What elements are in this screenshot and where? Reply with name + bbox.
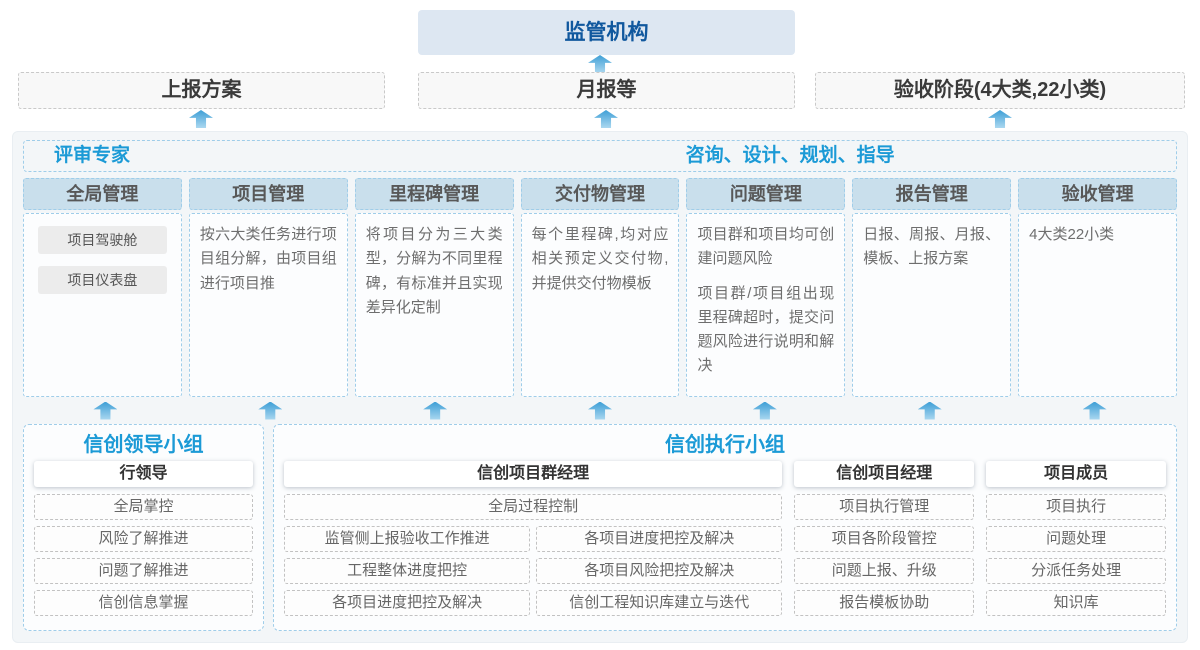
- up-arrow-icon: [93, 401, 118, 420]
- column-title: 验收管理: [1018, 178, 1178, 210]
- list-item: 风险了解推进: [34, 526, 253, 552]
- list-item: 信创信息掌握: [34, 590, 253, 616]
- leader-group-title: 信创领导小组: [83, 434, 204, 456]
- list-item: 全局掌控: [34, 494, 253, 520]
- flow-box-acceptance-stage: 验收阶段(4大类,22小类): [815, 72, 1185, 109]
- up-arrow-icon: [189, 110, 213, 128]
- execution-group-body: 信创项目群经理 全局过程控制 监管侧上报验收工作推进 各项目进度把控及解决 工程…: [284, 461, 1167, 616]
- list-item: 各项目进度把控及解决: [536, 526, 783, 552]
- list-item: 项目执行管理: [794, 494, 975, 520]
- list-item: 各项目进度把控及解决: [284, 590, 531, 616]
- column-arrows-row: [23, 397, 1177, 424]
- list-item: 工程整体进度把控: [284, 558, 531, 584]
- column-milestone-management: 里程碑管理 将项目分为三大类型，分解为不同里程碑，有标准并且实现差异化定制: [354, 178, 514, 397]
- column-title: 全局管理: [23, 178, 182, 210]
- column-body: 4大类22小类: [1018, 213, 1178, 397]
- column-deliverable-management: 交付物管理 每个里程碑,均对应相关预定义交付物,并提供交付物模板: [520, 178, 680, 397]
- leader-items: 全局掌控 风险了解推进 问题了解推进 信创信息掌握: [34, 494, 253, 616]
- column-title: 交付物管理: [520, 178, 680, 210]
- column-title: 里程碑管理: [354, 178, 514, 210]
- column-title: 项目管理: [188, 178, 348, 210]
- list-item: 报告模板协助: [794, 590, 975, 616]
- up-arrow-icon: [1082, 401, 1107, 420]
- execution-group-title: 信创执行小组: [665, 434, 785, 456]
- project-member-column: 项目成员 项目执行 问题处理 分派任务处理 知识库: [986, 461, 1167, 616]
- column-body: 按六大类任务进行项目组分解，由项目组进行项目推: [188, 213, 348, 397]
- project-manager-column: 信创项目经理 项目执行管理 项目各阶段管控 问题上报、升级 报告模板协助: [794, 461, 975, 616]
- consulting-label: 咨询、设计、规划、指导: [685, 145, 895, 166]
- column-body: 日报、周报、月报、模板、上报方案: [852, 213, 1012, 397]
- column-body: 每个里程碑,均对应相关预定义交付物,并提供交付物模板: [520, 213, 680, 397]
- role-box-program-manager: 信创项目群经理: [284, 461, 783, 487]
- chip-project-dashboard: 项目仪表盘: [38, 266, 167, 294]
- list-item: 问题上报、升级: [794, 558, 975, 584]
- project-member-items: 项目执行 问题处理 分派任务处理 知识库: [986, 494, 1167, 616]
- up-arrow-icon: [588, 55, 612, 73]
- expert-consult-bar: 评审专家 咨询、设计、规划、指导: [23, 140, 1177, 172]
- review-experts-label: 评审专家: [54, 145, 131, 166]
- up-arrow-icon: [594, 110, 618, 128]
- column-paragraph: 每个里程碑,均对应相关预定义交付物,并提供交付物模板: [531, 226, 669, 292]
- program-manager-items: 全局过程控制 监管侧上报验收工作推进 各项目进度把控及解决 工程整体进度把控 各…: [284, 494, 783, 616]
- list-item: 监管侧上报验收工作推进: [284, 526, 531, 552]
- up-arrow-icon: [752, 401, 777, 420]
- column-paragraph: 按六大类任务进行项目组分解，由项目组进行项目推: [199, 226, 337, 292]
- column-body: 项目驾驶舱 项目仪表盘: [23, 213, 182, 397]
- up-arrow-icon: [917, 401, 942, 420]
- leader-group-panel: 信创领导小组 行领导 全局掌控 风险了解推进 问题了解推进 信创信息掌握: [23, 424, 264, 631]
- column-acceptance-management: 验收管理 4大类22小类: [1018, 178, 1178, 397]
- flow-box-report-plan: 上报方案: [18, 72, 385, 109]
- program-manager-column: 信创项目群经理 全局过程控制 监管侧上报验收工作推进 各项目进度把控及解决 工程…: [284, 461, 783, 616]
- up-arrow-icon: [988, 110, 1012, 128]
- list-item: 知识库: [986, 590, 1167, 616]
- column-issue-management: 问题管理 项目群和项目均可创建问题风险 项目群/项目组出现里程碑超时，提交问题风…: [686, 178, 846, 397]
- column-title: 问题管理: [686, 178, 846, 210]
- working-groups-row: 信创领导小组 行领导 全局掌控 风险了解推进 问题了解推进 信创信息掌握 信创执…: [23, 424, 1177, 631]
- regulator-box: 监管机构: [418, 10, 795, 55]
- list-item: 全局过程控制: [284, 494, 783, 520]
- list-item: 项目执行: [986, 494, 1167, 520]
- column-paragraph: 项目群/项目组出现里程碑超时，提交问题风险进行说明和解决: [697, 284, 835, 375]
- role-box-bank-leader: 行领导: [34, 461, 253, 487]
- list-item: 各项目风险把控及解决: [536, 558, 783, 584]
- column-paragraph: 将项目分为三大类型，分解为不同里程碑，有标准并且实现差异化定制: [365, 226, 503, 316]
- list-item: 项目各阶段管控: [794, 526, 975, 552]
- column-paragraph: 4大类22小类: [1029, 226, 1115, 243]
- column-body: 项目群和项目均可创建问题风险 项目群/项目组出现里程碑超时，提交问题风险进行说明…: [686, 213, 846, 397]
- column-body: 将项目分为三大类型，分解为不同里程碑，有标准并且实现差异化定制: [354, 213, 514, 397]
- flow-box-monthly-report: 月报等: [418, 72, 795, 109]
- management-columns: 全局管理 项目驾驶舱 项目仪表盘 项目管理 按六大类任务进行项目组分解，由项目组…: [23, 178, 1178, 397]
- project-manager-items: 项目执行管理 项目各阶段管控 问题上报、升级 报告模板协助: [794, 494, 975, 616]
- role-box-project-manager: 信创项目经理: [794, 461, 975, 487]
- column-paragraph: 项目群和项目均可创建问题风险: [697, 226, 835, 268]
- list-item: 信创工程知识库建立与迭代: [536, 590, 783, 616]
- up-arrow-icon: [258, 401, 283, 420]
- list-item: 问题了解推进: [34, 558, 253, 584]
- column-global-management: 全局管理 项目驾驶舱 项目仪表盘: [23, 178, 182, 397]
- list-item: 问题处理: [986, 526, 1167, 552]
- list-item: 分派任务处理: [986, 558, 1167, 584]
- execution-group-panel: 信创执行小组 信创项目群经理 全局过程控制 监管侧上报验收工作推进 各项目进度把…: [273, 424, 1177, 631]
- column-project-management: 项目管理 按六大类任务进行项目组分解，由项目组进行项目推: [188, 178, 348, 397]
- role-box-project-member: 项目成员: [986, 461, 1167, 487]
- platform-container: 评审专家 咨询、设计、规划、指导 全局管理 项目驾驶舱 项目仪表盘 项目管理 按…: [12, 131, 1188, 643]
- column-report-management: 报告管理 日报、周报、月报、模板、上报方案: [852, 178, 1012, 397]
- up-arrow-icon: [588, 401, 612, 420]
- up-arrow-icon: [423, 401, 448, 420]
- column-title: 报告管理: [852, 178, 1012, 210]
- chip-project-cockpit: 项目驾驶舱: [38, 226, 167, 254]
- column-paragraph: 日报、周报、月报、模板、上报方案: [863, 226, 1001, 268]
